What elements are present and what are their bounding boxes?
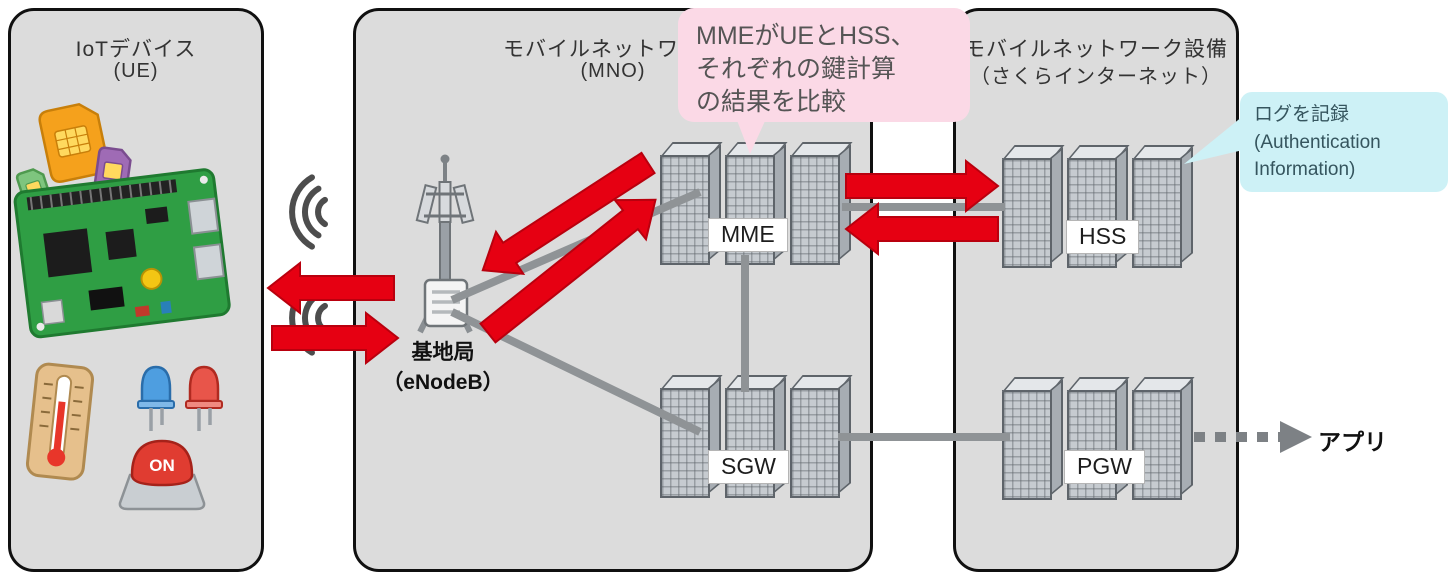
panel-mno-title: モバイルネットワーク — [503, 38, 723, 61]
on-button-label: ON — [149, 456, 175, 475]
circuit-board-icon — [13, 168, 231, 339]
hss-label: HSS — [1066, 220, 1140, 254]
iot-device-illustrations: ON — [13, 102, 231, 511]
panel-iot-title: IoTデバイス — [75, 38, 197, 61]
enodeb-label: 基地局 （eNodeB） — [378, 338, 508, 399]
server-unit — [790, 388, 840, 498]
app-label: アプリ — [1318, 429, 1387, 455]
mme-callout-line3: の結果を比較 — [696, 88, 847, 116]
server-unit — [1132, 158, 1182, 268]
server-unit — [1002, 158, 1052, 268]
panel-mno-subtitle: (MNO) — [580, 60, 646, 82]
enodeb-tower-icon — [415, 154, 475, 334]
on-button-icon: ON — [118, 439, 206, 511]
panel-sakura-subtitle: （さくらインターネット） — [970, 66, 1222, 88]
panel-iot-subtitle: (UE) — [113, 60, 159, 82]
enodeb-label-line2: （eNodeB） — [382, 371, 504, 395]
sim-card-icon — [38, 102, 110, 183]
sgw-label: SGW — [708, 450, 789, 484]
pgw-label: PGW — [1064, 450, 1145, 484]
server-unit — [790, 155, 840, 265]
server-unit — [660, 155, 710, 265]
led-blue-icon — [137, 365, 175, 431]
server-unit — [660, 388, 710, 498]
mme-label: MME — [708, 218, 788, 252]
hss-callout-line2: (Authentication — [1254, 131, 1381, 153]
led-red-icon — [185, 365, 223, 431]
dashed-arrowhead — [1280, 421, 1312, 453]
hss-callout-line1: ログを記録 — [1254, 104, 1350, 125]
radio-waves-icon — [289, 174, 328, 356]
hss-callout-line3: Information) — [1254, 159, 1356, 181]
mme-callout-line1: MMEがUEとHSS、 — [696, 22, 916, 50]
mme-callout-line2: それぞれの鍵計算 — [696, 55, 897, 83]
hss-log-callout: ログを記録 (Authentication Information) — [1240, 92, 1448, 192]
enodeb-label-line1: 基地局 — [411, 341, 475, 364]
mme-comparison-callout: MMEがUEとHSS、 それぞれの鍵計算 の結果を比較 — [678, 8, 970, 122]
thermometer-icon — [25, 362, 95, 481]
panel-sakura-title: モバイルネットワーク設備 — [964, 38, 1228, 61]
server-unit — [1002, 390, 1052, 500]
